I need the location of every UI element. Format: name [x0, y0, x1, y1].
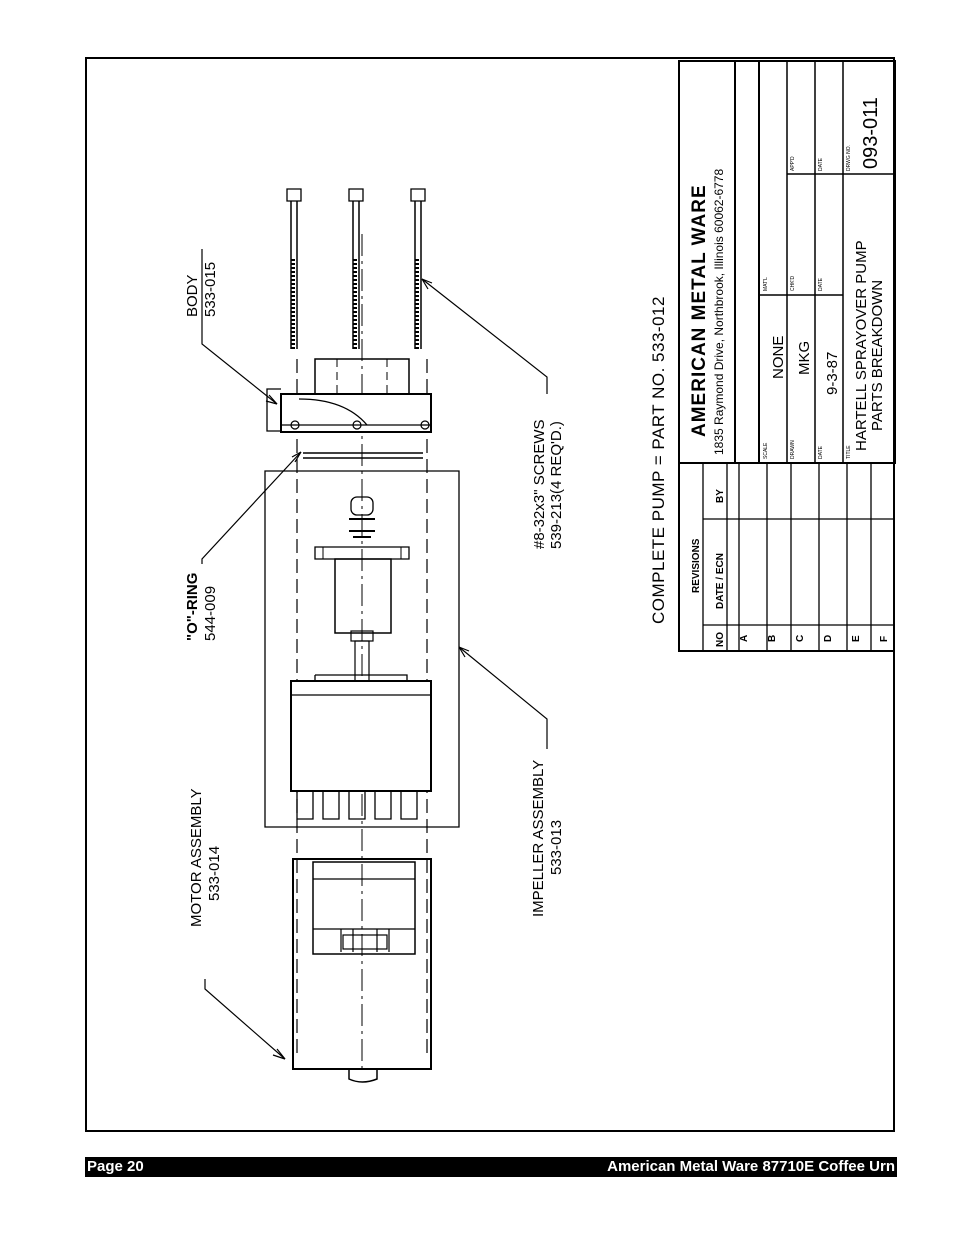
chkd-label: CHK'D [790, 275, 796, 291]
revision-row-d: D [823, 635, 834, 642]
revisions-col-by: BY [715, 489, 726, 503]
company-name: AMERICAN METAL WARE [689, 184, 710, 437]
drwg-no-value: 093-011 [860, 97, 882, 169]
matl-label: MAT'L [763, 277, 769, 291]
date-label-3: DATE [818, 157, 824, 171]
revision-row-e: E [851, 635, 862, 642]
body-label: BODY [184, 274, 201, 317]
drawn-value: MKG [796, 341, 813, 375]
impeller-assembly-label: IMPELLER ASSEMBLY [530, 760, 547, 917]
document-title: American Metal Ware 87710E Coffee Urn [607, 1158, 895, 1175]
revision-row-a: A [739, 635, 750, 642]
appd-label: APP'D [790, 156, 796, 171]
drawn-label: DRAWN [790, 440, 796, 459]
title-line-1: HARTELL SPRAYOVER PUMP [853, 240, 870, 451]
date-value: 9-3-87 [824, 352, 841, 395]
revision-row-f: F [879, 636, 890, 642]
revisions-col-date: DATE / ECN [715, 553, 726, 609]
impeller-assembly-drawing [290, 496, 432, 820]
o-ring-label: "O"-RING [184, 573, 201, 641]
drwg-no-label: DRWG NO. [846, 145, 852, 171]
revisions-heading: REVISIONS [691, 538, 702, 593]
screws-label: #8-32x3" SCREWS [531, 419, 548, 549]
o-ring-part-number: 544-009 [202, 586, 219, 641]
screws-drawing [286, 188, 426, 349]
o-ring-drawing [303, 452, 423, 459]
impeller-assembly-part-number: 533-013 [548, 820, 565, 875]
scale-value: NONE [770, 336, 787, 379]
revision-row-c: C [795, 635, 806, 642]
motor-assembly-label: MOTOR ASSEMBLY [188, 788, 205, 927]
title-label: TITLE [846, 445, 852, 459]
body-part-number: 533-015 [202, 262, 219, 317]
title-line-2: PARTS BREAKDOWN [869, 280, 886, 431]
drawing-frame: BODY 533-015 "O"-RING 544-009 #8-32x3" S… [85, 57, 896, 1132]
complete-pump-note: COMPLETE PUMP = PART NO. 533-012 [649, 296, 668, 624]
pump-body-drawing [266, 358, 432, 433]
screws-part-number: 539-213(4 REQ'D.) [548, 421, 565, 549]
title-block: AMERICAN METAL WARE 1835 Raymond Drive, … [678, 60, 896, 652]
revision-row-b: B [767, 635, 778, 642]
parts-breakdown-drawing: BODY 533-015 "O"-RING 544-009 #8-32x3" S… [184, 60, 896, 1083]
revisions-col-no: NO [715, 632, 726, 647]
page-number: Page 20 [87, 1158, 144, 1175]
scale-label: SCALE [763, 442, 769, 459]
date-label: DATE [818, 445, 824, 459]
page-footer: Page 20 American Metal Ware 87710E Coffe… [85, 1157, 897, 1177]
date-label-2: DATE [818, 277, 824, 291]
motor-assembly-part-number: 533-014 [206, 846, 223, 901]
company-address: 1835 Raymond Drive, Northbrook, Illinois… [712, 169, 726, 455]
